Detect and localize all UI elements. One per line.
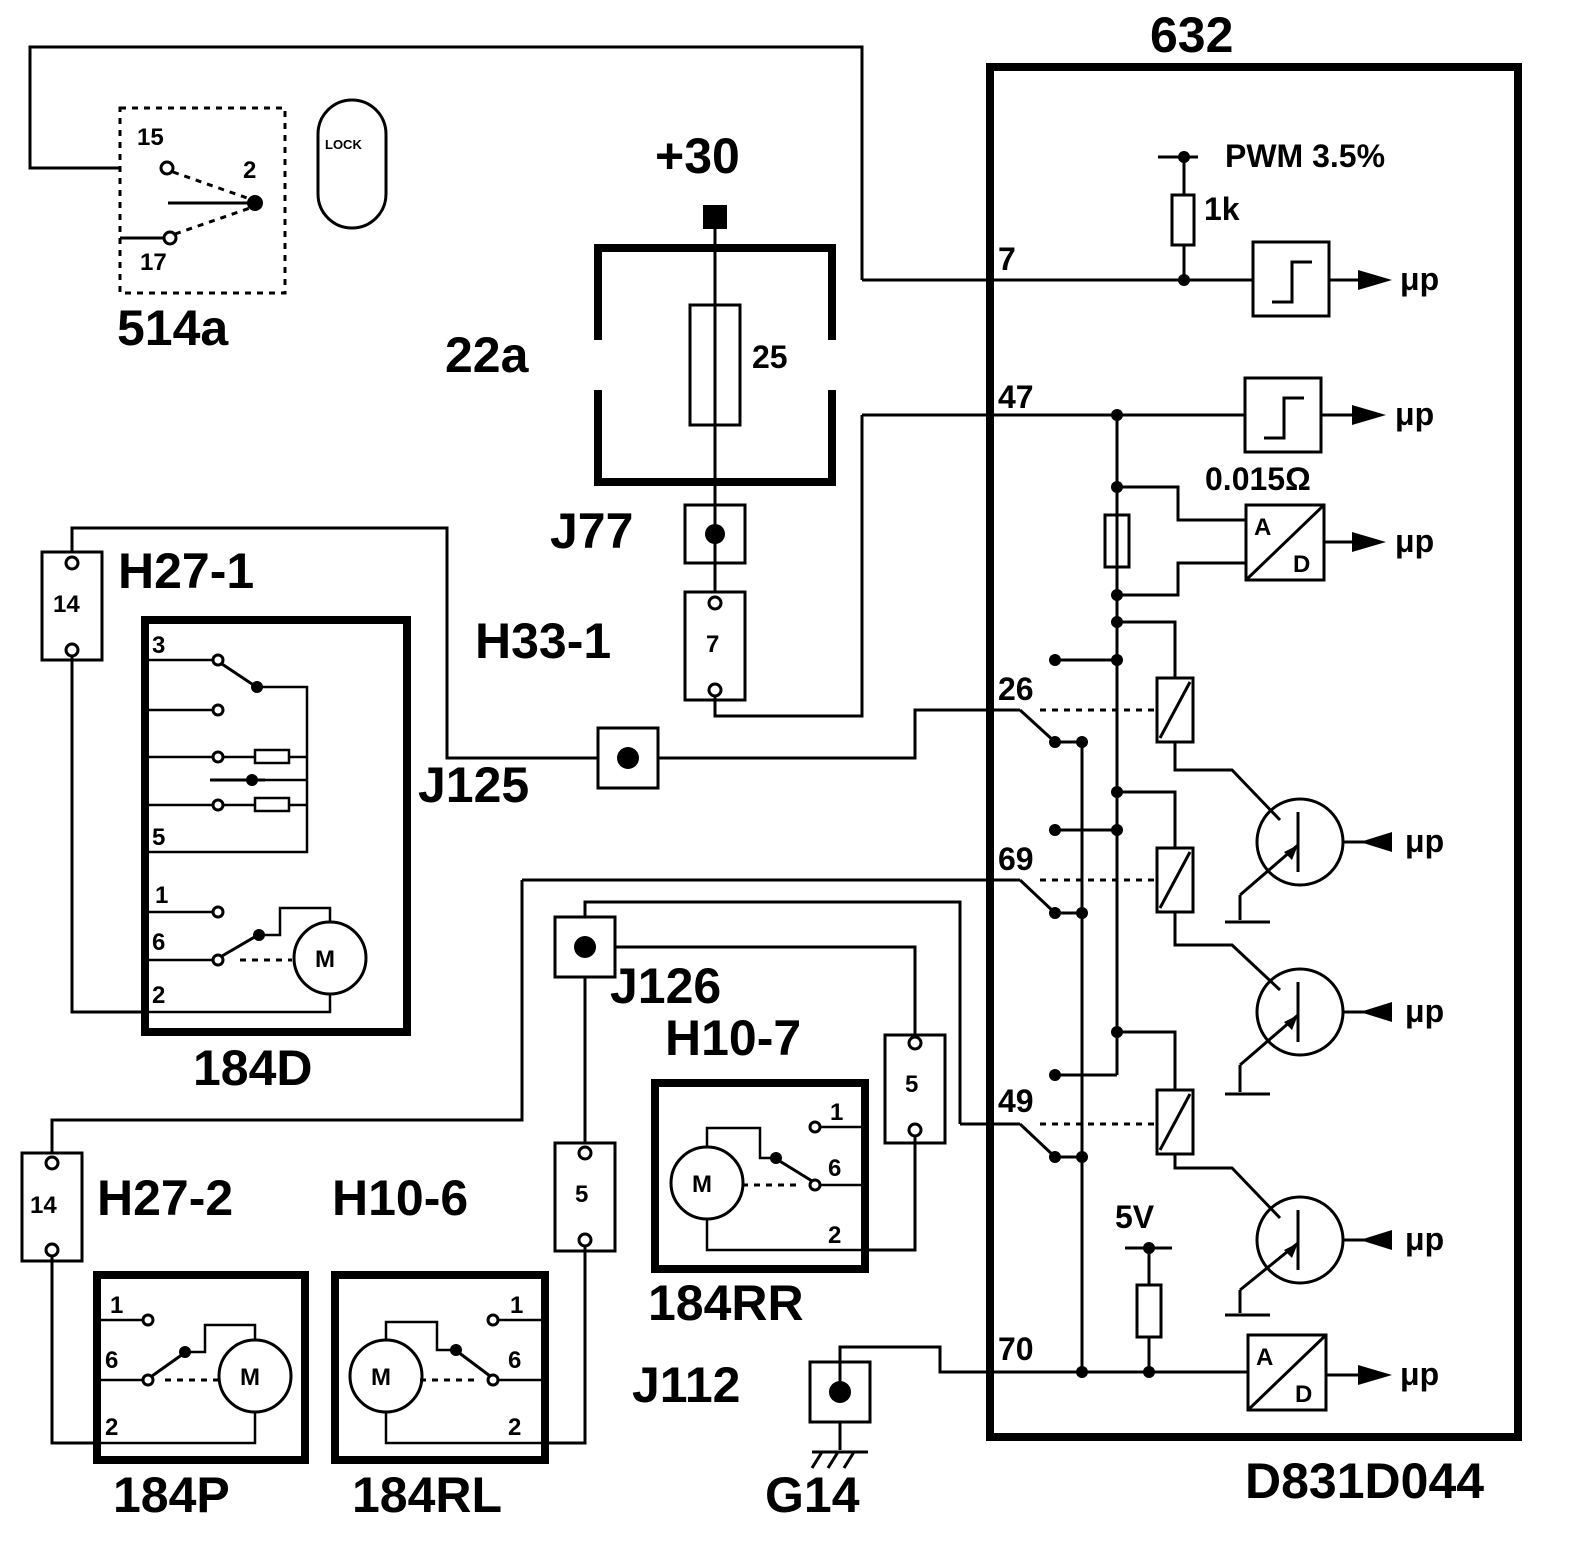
resistor-1k xyxy=(1170,193,1196,247)
ignition-switch-label: 514a xyxy=(117,300,229,356)
pwm-label: PWM 3.5% xyxy=(1225,138,1385,174)
pullup-resistor xyxy=(1135,1283,1163,1339)
184d-pin5: 5 xyxy=(152,824,165,851)
motor-184p-label: M xyxy=(240,1364,260,1391)
h10-7-label: H10-7 xyxy=(665,1010,801,1066)
transistor-2 xyxy=(1255,967,1345,1057)
adc2-d: D xyxy=(1295,1381,1312,1408)
door-module-184p xyxy=(93,1271,309,1464)
ecu-label: 632 xyxy=(1150,7,1233,63)
184rl-pin2: 2 xyxy=(508,1414,521,1441)
mp-label-6: μp xyxy=(1405,1221,1444,1257)
diagram-code: D831D044 xyxy=(1245,1453,1484,1509)
mp-label-3: μp xyxy=(1395,523,1434,559)
shunt-resistor xyxy=(1103,513,1131,569)
pin-26-label: 26 xyxy=(998,671,1034,707)
184rl-pin1: 1 xyxy=(510,1292,523,1319)
j77-label: J77 xyxy=(550,503,633,559)
184rr-pin1: 1 xyxy=(830,1099,843,1126)
mp-label-1: μp xyxy=(1400,261,1439,297)
184p-pin1: 1 xyxy=(110,1292,123,1319)
mp-label-7: μp xyxy=(1400,1356,1439,1392)
lock-key-symbol xyxy=(316,98,388,230)
h27-2-label: H27-2 xyxy=(97,1170,233,1226)
motor-184d-label: M xyxy=(315,946,335,973)
184rl-pin6: 6 xyxy=(508,1347,521,1374)
door-module-184d xyxy=(141,616,411,1036)
184d-label: 184D xyxy=(193,1040,313,1096)
184rr-pin2: 2 xyxy=(828,1222,841,1249)
h27-1-pin-label: 14 xyxy=(53,591,80,618)
184d-pin3: 3 xyxy=(152,632,165,659)
supply-label: +30 xyxy=(655,128,740,184)
supply-terminal xyxy=(703,205,727,229)
h27-1-label: H27-1 xyxy=(118,543,254,599)
h10-6-pin-label: 5 xyxy=(575,1181,588,1208)
splice-j77 xyxy=(683,503,747,565)
h10-6-label: H10-6 xyxy=(332,1170,468,1226)
184p-label: 184P xyxy=(113,1467,230,1523)
fuse-25 xyxy=(688,303,742,427)
v5-label: 5V xyxy=(1115,1199,1155,1235)
184d-pin6: 6 xyxy=(152,929,165,956)
pin-49-label: 49 xyxy=(998,1083,1034,1119)
184d-pin2: 2 xyxy=(152,982,165,1009)
transistor-1 xyxy=(1255,797,1345,887)
h33-label: H33-1 xyxy=(475,613,611,669)
ignition-switch-box xyxy=(118,106,287,295)
shunt-label: 0.015Ω xyxy=(1205,461,1311,497)
adc-2 xyxy=(1246,1333,1328,1412)
ecu-632-box xyxy=(986,63,1522,1441)
mp-label-5: μp xyxy=(1405,993,1444,1029)
lock-label: LOCK xyxy=(325,137,362,152)
door-module-184rl xyxy=(331,1271,549,1464)
motor-184rr-label: M xyxy=(692,1171,712,1198)
pin15-label: 15 xyxy=(137,124,164,151)
adc2-a: A xyxy=(1256,1344,1273,1371)
mp-label-2: μp xyxy=(1395,396,1434,432)
184d-pin1: 1 xyxy=(155,882,168,909)
transistor-3 xyxy=(1255,1195,1345,1285)
adc1-a: A xyxy=(1254,514,1271,541)
h27-2-pin-label: 14 xyxy=(30,1192,57,1219)
pin2-label: 2 xyxy=(243,157,256,184)
fuse-label: 25 xyxy=(752,339,788,375)
j126-label: J126 xyxy=(610,958,721,1014)
184rr-pin6: 6 xyxy=(828,1155,841,1182)
pin-7-label: 7 xyxy=(998,241,1016,277)
pin-69-label: 69 xyxy=(998,841,1034,877)
pin17-label: 17 xyxy=(140,249,167,276)
184p-pin6: 6 xyxy=(105,1347,118,1374)
resistor-1k-label: 1k xyxy=(1204,191,1240,227)
j112-label: J112 xyxy=(632,1357,740,1413)
pin-47-label: 47 xyxy=(998,379,1034,415)
fusebox-label: 22a xyxy=(445,327,530,383)
motor-184rl-label: M xyxy=(371,1364,391,1391)
pin-70-label: 70 xyxy=(998,1331,1034,1367)
184rr-label: 184RR xyxy=(648,1275,804,1331)
184p-pin2: 2 xyxy=(105,1414,118,1441)
mp-label-4: μp xyxy=(1405,823,1444,859)
g14-label: G14 xyxy=(765,1467,860,1523)
door-module-184rr xyxy=(651,1079,869,1273)
h10-7-pin-label: 5 xyxy=(905,1071,918,1098)
h33-pin-label: 7 xyxy=(706,631,719,658)
adc1-d: D xyxy=(1293,551,1310,578)
j125-label: J125 xyxy=(418,757,529,813)
184rl-label: 184RL xyxy=(352,1467,502,1523)
